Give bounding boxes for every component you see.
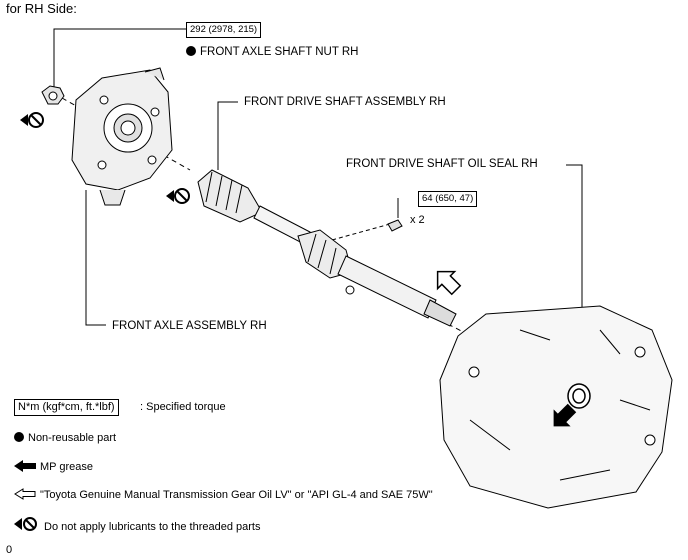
legend-torque-box: N*m (kgf*cm, ft.*lbf): [14, 399, 119, 416]
outline-arrow-icon: [436, 270, 462, 296]
filled-circle-icon: [14, 432, 24, 442]
bracket-bolt: [387, 219, 403, 232]
axle-label: FRONT AXLE ASSEMBLY RH: [112, 320, 267, 332]
filled-circle-icon: [186, 46, 196, 56]
legend-torque-desc: : Specified torque: [140, 401, 226, 413]
nut-label-text: FRONT AXLE SHAFT NUT RH: [200, 46, 359, 58]
axle-leader-line: [85, 190, 106, 326]
bolt-torque-box: 64 (650, 47): [418, 191, 478, 207]
legend-no-lube-text: Do not apply lubricants to the threaded …: [44, 521, 261, 533]
front-axle-assembly: [71, 67, 173, 206]
nut-leader-line: [53, 28, 186, 88]
nut-label: FRONT AXLE SHAFT NUT RH: [186, 46, 358, 59]
legend-mp-grease-text: MP grease: [40, 461, 93, 473]
legend-no-lube: Do not apply lubricants to the threaded …: [14, 516, 260, 534]
nut-torque-box: 292 (2978, 215): [186, 22, 262, 38]
filled-arrow-icon: [553, 403, 577, 427]
legend-non-reusable-text: Non-reusable part: [28, 432, 117, 444]
legend-gear-oil: "Toyota Genuine Manual Transmission Gear…: [14, 488, 433, 502]
front-drive-shaft: [197, 169, 457, 327]
no-lubricant-icon: [166, 188, 190, 204]
bolt-center-line: [331, 223, 391, 241]
oil-seal-label: FRONT DRIVE SHAFT OIL SEAL RH: [346, 158, 538, 170]
footer-id: 0: [6, 544, 13, 556]
legend-non-reusable: Non-reusable part: [14, 432, 116, 445]
oil-seal: [567, 383, 591, 409]
bolt-qty-label: x 2: [410, 214, 425, 226]
transmission-case: [439, 305, 673, 509]
axle-nut: [41, 85, 65, 105]
drive-shaft-label: FRONT DRIVE SHAFT ASSEMBLY RH: [244, 96, 446, 108]
legend-gear-oil-text: "Toyota Genuine Manual Transmission Gear…: [40, 489, 433, 501]
outline-arrow-icon: [14, 488, 36, 500]
no-lubricant-icon: [14, 517, 37, 531]
no-lubricant-icon: [20, 112, 44, 128]
page-title: for RH Side:: [6, 1, 77, 16]
legend-mp-grease: MP grease: [14, 460, 93, 474]
filled-arrow-icon: [14, 460, 36, 472]
drive-shaft-leader-line: [217, 101, 238, 170]
